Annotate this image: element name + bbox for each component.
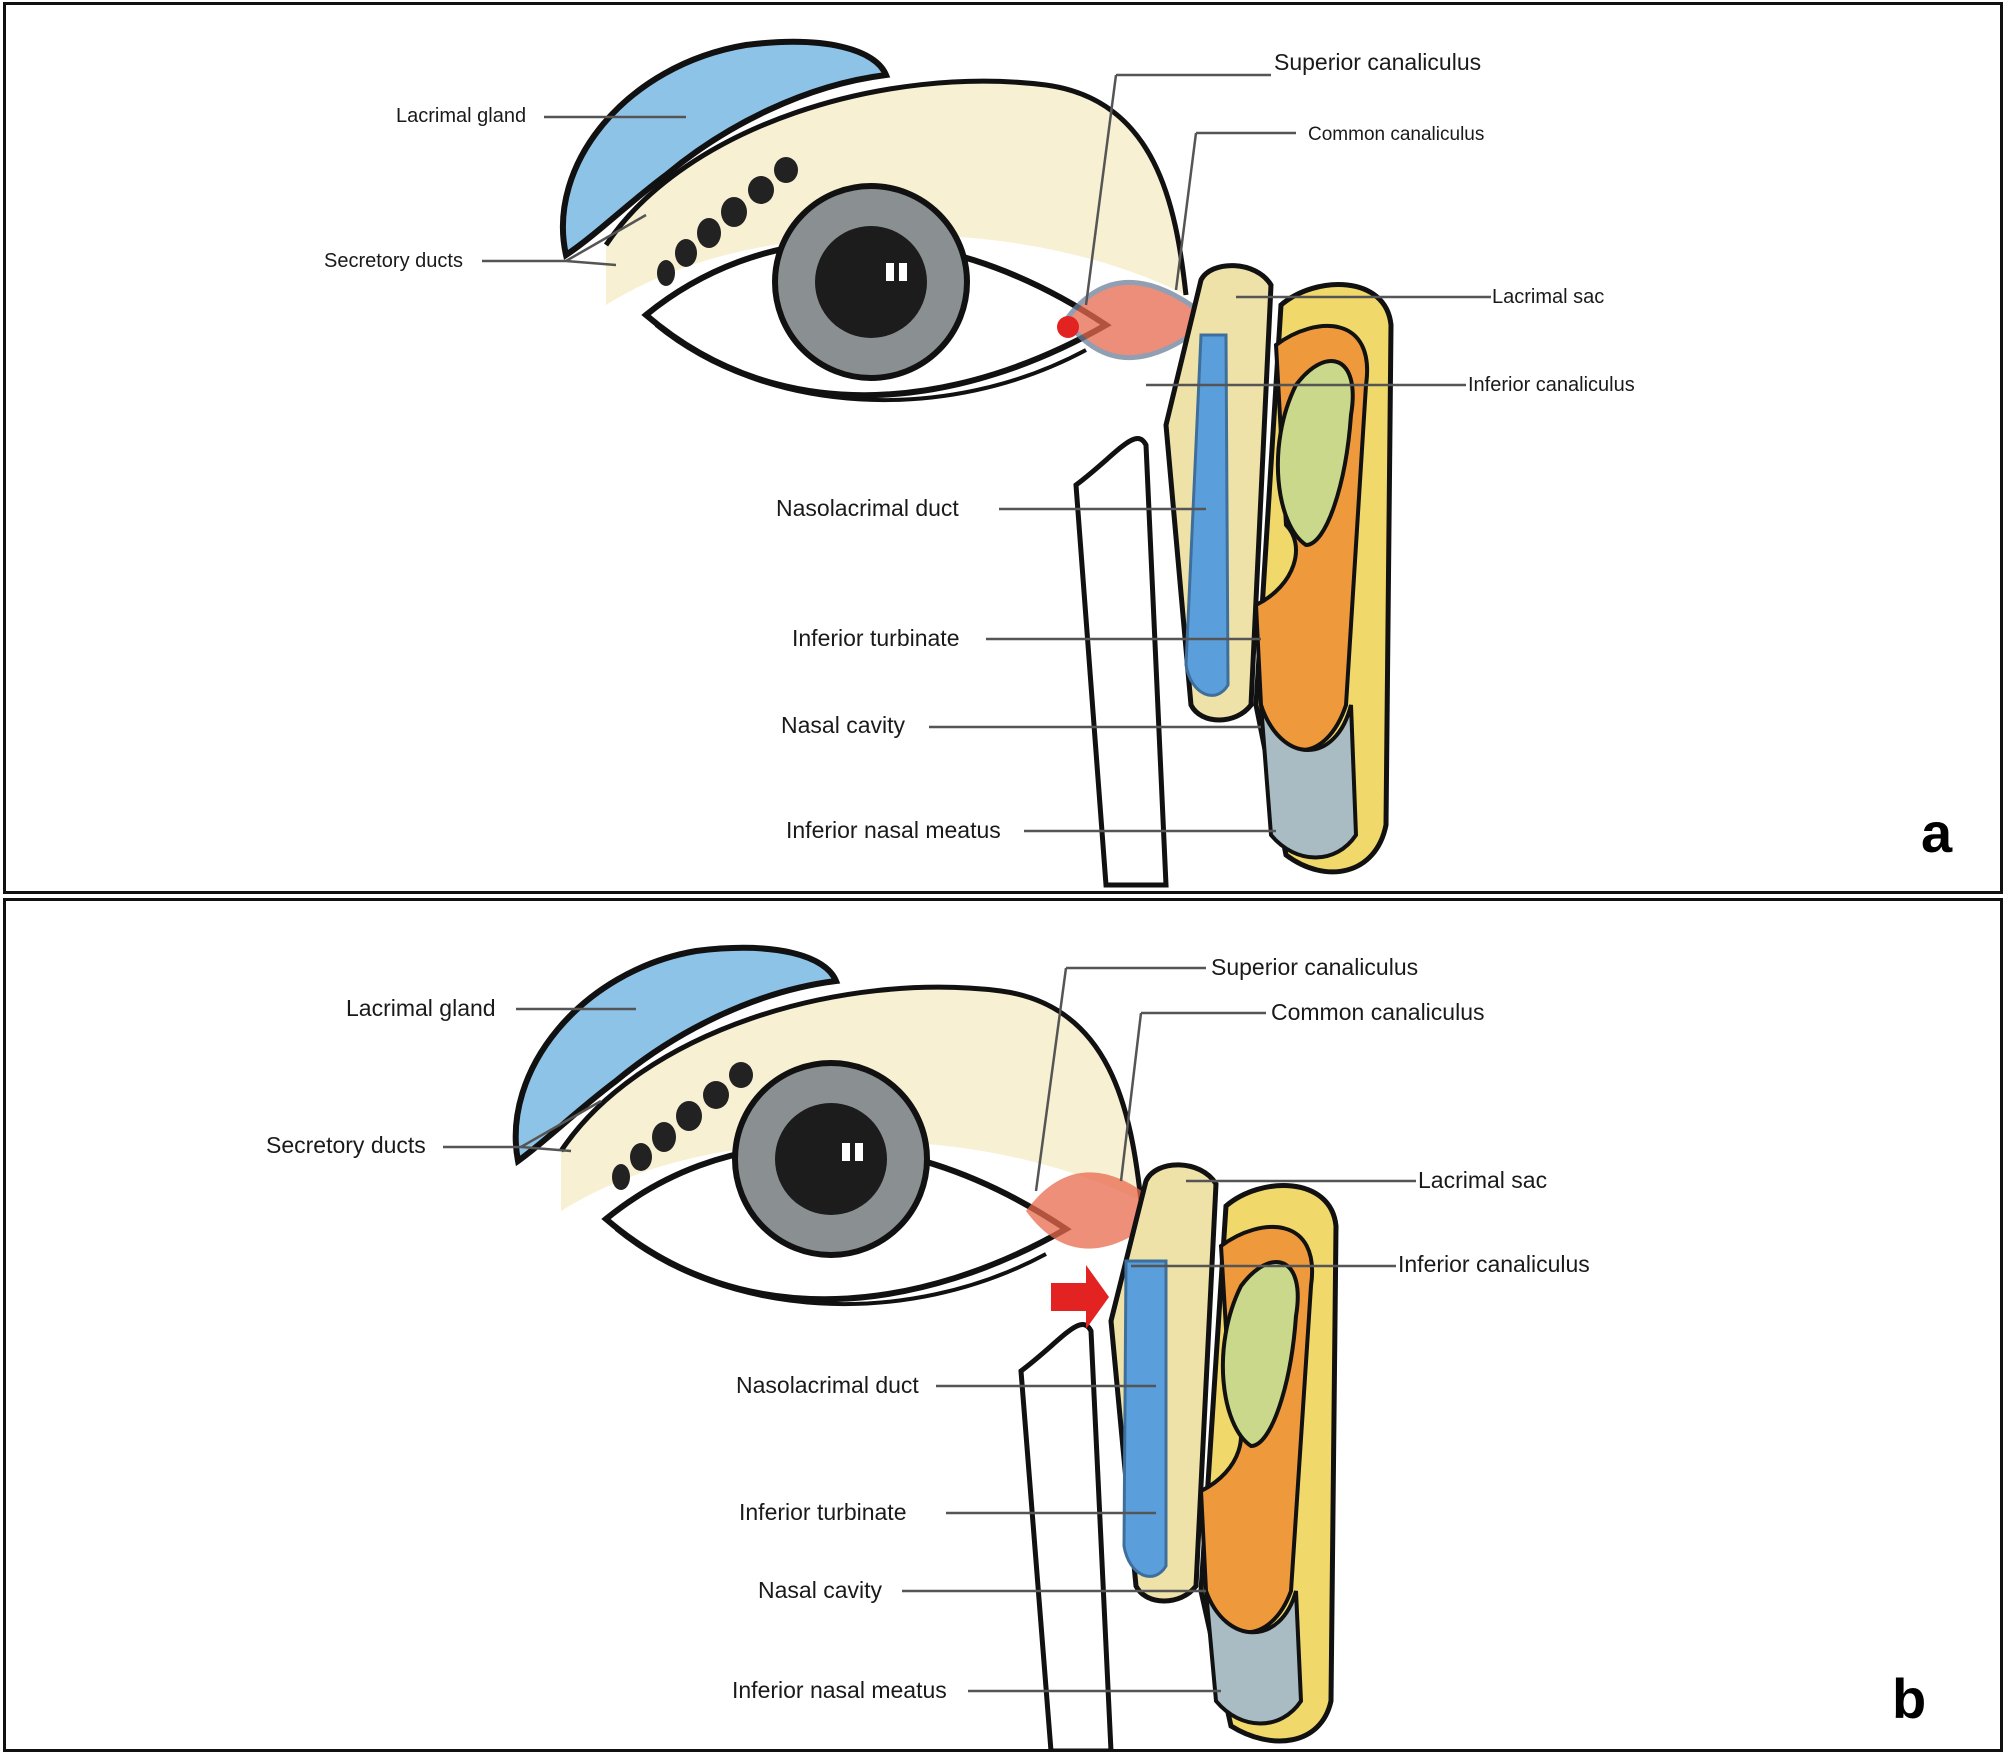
- label-secretory-ducts: Secretory ducts: [266, 1132, 426, 1158]
- label-lacrimal-sac: Lacrimal sac: [1418, 1167, 1548, 1193]
- label-lacrimal-gland: Lacrimal gland: [396, 105, 527, 127]
- red-arrow-marker: [1051, 1265, 1109, 1329]
- lower-lid-outline: [654, 323, 1087, 403]
- label-nasal-cavity: Nasal cavity: [781, 712, 905, 738]
- bone-wall: [1073, 436, 1169, 888]
- eye-highlight-1: [886, 263, 894, 281]
- label-inferior-canaliculus: Inferior canaliculus: [1468, 374, 1635, 396]
- leader-lines-b: [443, 966, 1416, 1693]
- secretory-duct-lobes: [612, 1062, 753, 1190]
- label-common-canaliculus: Common canaliculus: [1308, 124, 1485, 145]
- pupil: [815, 226, 927, 338]
- nasal-cavity-grey: [1204, 1590, 1304, 1726]
- label-inferior-turbinate: Inferior turbinate: [739, 1499, 907, 1525]
- nasal-cavity-grey: [1259, 704, 1359, 860]
- secretory-duct-lobes: [657, 157, 798, 286]
- nasolacrimal-duct-shape: [1184, 333, 1230, 697]
- label-nasal-cavity: Nasal cavity: [758, 1577, 882, 1603]
- sinus-green: [1220, 1260, 1300, 1449]
- bone-wall: [1018, 1322, 1114, 1749]
- label-lacrimal-sac: Lacrimal sac: [1492, 286, 1605, 308]
- label-inferior-nasal-meatus: Inferior nasal meatus: [786, 817, 1001, 843]
- panel-letter-b: b: [1892, 1667, 1927, 1730]
- red-dot-marker: [1057, 316, 1079, 338]
- brow-outline: [603, 78, 1189, 296]
- label-lacrimal-gland: Lacrimal gland: [346, 995, 496, 1021]
- lower-lid-outline: [614, 1227, 1047, 1307]
- label-inferior-nasal-meatus: Inferior nasal meatus: [732, 1677, 947, 1703]
- label-inferior-turbinate: Inferior turbinate: [792, 625, 960, 651]
- panel-letter-a: a: [1921, 801, 1953, 864]
- lacrimal-gland-shape: [512, 944, 841, 1167]
- label-superior-canaliculus: Superior canaliculus: [1211, 954, 1419, 980]
- lacrimal-gland-shape: [559, 38, 891, 260]
- label-nasolacrimal-duct: Nasolacrimal duct: [776, 495, 959, 521]
- leader-lines-a: [482, 73, 1491, 833]
- label-secretory-ducts: Secretory ducts: [324, 250, 463, 272]
- anatomy-illustration-b: [443, 944, 1416, 1749]
- label-superior-canaliculus: Superior canaliculus: [1274, 49, 1482, 75]
- panel-b: Superior canaliculus Common canaliculus …: [3, 898, 2003, 1752]
- eye-highlight-2: [899, 263, 907, 281]
- eye-highlight-2: [855, 1143, 863, 1161]
- anatomy-illustration-a: [482, 38, 1491, 888]
- nasolacrimal-duct-shape: [1122, 1259, 1168, 1578]
- eye-highlight-1: [842, 1143, 850, 1161]
- label-common-canaliculus: Common canaliculus: [1271, 999, 1485, 1025]
- sinus-green: [1275, 359, 1355, 548]
- label-nasolacrimal-duct: Nasolacrimal duct: [736, 1372, 919, 1398]
- brow-outline: [558, 984, 1144, 1202]
- pupil: [775, 1103, 887, 1215]
- label-inferior-canaliculus: Inferior canaliculus: [1398, 1251, 1590, 1277]
- panel-a: Superior canaliculus Common canaliculus …: [3, 2, 2003, 894]
- canaliculi-shape: [1026, 1172, 1166, 1249]
